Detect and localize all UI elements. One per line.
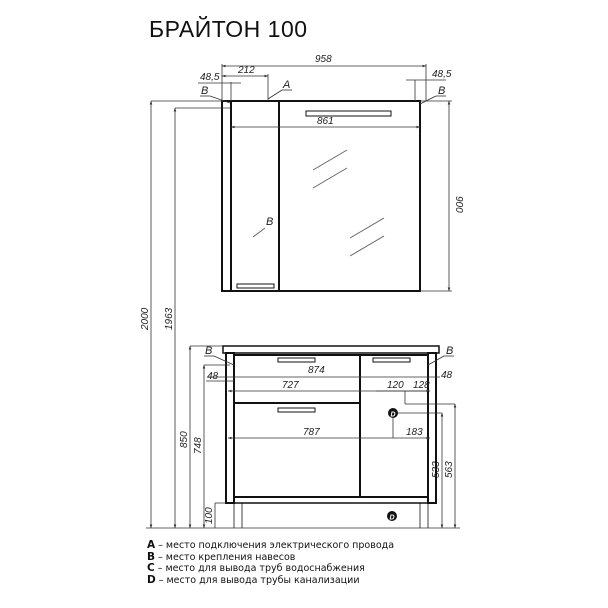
drain-markers: D D — [387, 408, 398, 522]
marker-a: A — [282, 79, 290, 91]
marker-b-mirror-door: B — [266, 216, 273, 228]
mirror-dimension-labels: 958 212 48,5 48,5 861 A B B B 900 — [200, 54, 464, 228]
dim-850: 850 — [179, 431, 190, 448]
dim-748: 748 — [193, 437, 204, 454]
legend-item-b: B – место крепления навесов — [147, 550, 296, 563]
marker-b-vanity-right: B — [446, 345, 453, 357]
marker-b-mirror-right: B — [438, 85, 445, 97]
cabinet-side-left — [221, 100, 232, 292]
drain-icon-back — [388, 408, 398, 418]
legend-item-c: C – место для вывода труб водоснабжения — [147, 562, 365, 575]
dim-874: 874 — [308, 365, 325, 376]
legend-item-a: A – место подключения электрического про… — [147, 539, 395, 551]
mirror-dimensions — [198, 64, 452, 292]
svg-text:D: D — [390, 515, 395, 522]
marker-b-mirror-left: B — [201, 85, 208, 97]
vanity-dimensions — [146, 100, 460, 529]
dim-563: 563 — [444, 461, 455, 478]
svg-text:D: D — [391, 412, 396, 419]
dim-533: 533 — [431, 461, 442, 478]
drain-icon-bottom — [387, 511, 397, 521]
dim-1963: 1963 — [164, 307, 175, 330]
dim-48-5-right: 48,5 — [432, 69, 452, 80]
dim-958: 958 — [315, 54, 332, 65]
legend: A – место подключения электрического про… — [147, 539, 395, 586]
dim-212: 212 — [237, 65, 255, 76]
dim-861: 861 — [317, 116, 334, 127]
page-title: БРАЙТОН 100 — [149, 16, 308, 42]
vanity-dimension-labels: 874 727 787 120 128 183 48 48 B B 2000 1… — [140, 307, 455, 524]
mirror-cabinet — [221, 100, 421, 292]
vanity-unit — [222, 345, 440, 528]
dim-900: 900 — [453, 196, 464, 213]
cabinet-body — [230, 100, 421, 292]
dim-183: 183 — [406, 427, 423, 438]
legend-item-d: D – место для вывода трубы канализации — [147, 573, 360, 586]
dim-727: 727 — [282, 380, 299, 391]
dim-100: 100 — [204, 507, 215, 524]
dim-48-right: 48 — [441, 370, 453, 381]
marker-b-vanity-left: B — [205, 345, 212, 357]
dim-2000: 2000 — [140, 307, 151, 331]
dim-48-left: 48 — [207, 371, 219, 382]
dim-128: 128 — [413, 380, 430, 391]
dim-787: 787 — [303, 427, 320, 438]
dim-120: 120 — [387, 380, 404, 391]
dim-48-5-left: 48,5 — [200, 72, 220, 83]
